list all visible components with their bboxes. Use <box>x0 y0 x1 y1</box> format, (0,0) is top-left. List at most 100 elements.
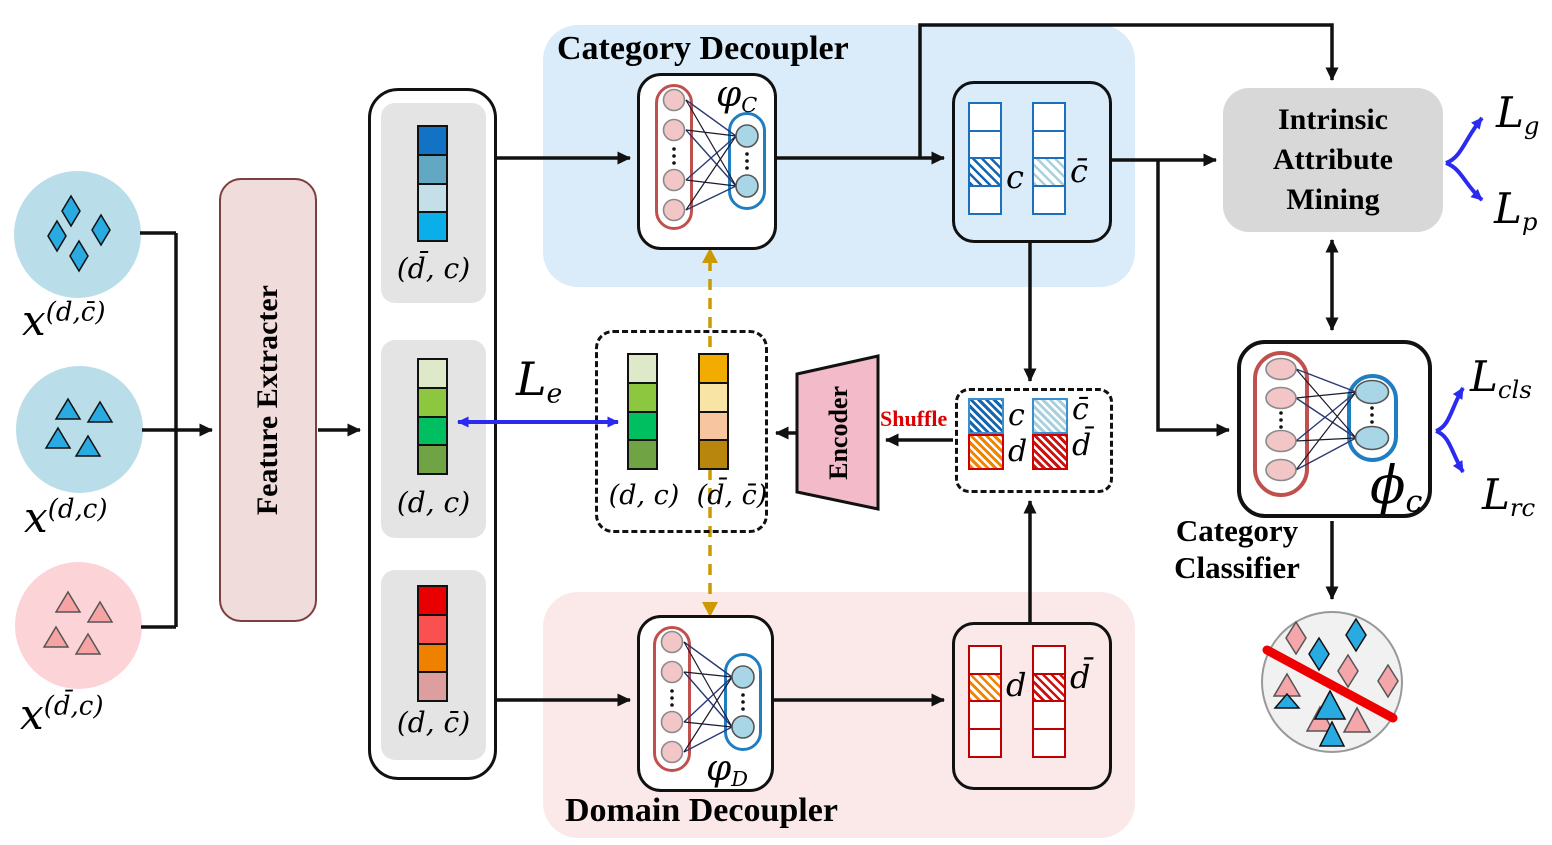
input-label-x-dbar-c: x(d̄,c) <box>20 690 104 739</box>
arrow-classifier-to-lrc <box>1435 429 1465 474</box>
feature-cell-hatched-d <box>968 672 1002 703</box>
classifier-title-line2: Classifier <box>1174 550 1300 585</box>
feature-label-dbar-c: (d̄, c) <box>396 252 471 285</box>
shuffle-block-dbar <box>1032 434 1068 470</box>
loss-lrc-label: Lrc <box>1482 470 1535 522</box>
category-decoupler-phi-label: φC <box>716 74 757 117</box>
feature-cell <box>1032 102 1066 132</box>
vector-cell <box>627 410 658 442</box>
input-cluster-pink-triangles <box>15 562 142 689</box>
recon-vector-d-c <box>627 353 658 471</box>
hatched-block <box>1032 434 1068 470</box>
loss-lp-label: Lp <box>1494 184 1537 236</box>
encoder-label-wrap: Encoder <box>802 372 876 494</box>
iam-line-3: Mining <box>1286 183 1380 216</box>
feature-vector-d-c <box>417 358 448 476</box>
shuffle-text-wrap: Shuffle <box>880 406 947 432</box>
feature-cell <box>968 700 1002 730</box>
vector-cell <box>627 353 658 384</box>
loss-symbol: L <box>516 352 547 406</box>
shuffle-label-dbar: d̄ <box>1072 428 1092 463</box>
reconstruction-pair-box <box>595 330 768 533</box>
iam-line-1: Intrinsic <box>1277 103 1388 136</box>
vector-cell <box>627 381 658 413</box>
x-superscript: (d,c) <box>47 494 108 525</box>
feature-cell <box>968 129 1002 160</box>
category-feature-column-cbar <box>1032 102 1066 215</box>
vector-cell <box>417 585 448 616</box>
classifier-title-line1: Category <box>1175 513 1299 548</box>
feature-cell <box>968 184 1002 215</box>
domain-features-box <box>952 622 1112 790</box>
vector-cell <box>417 182 448 214</box>
shuffle-label-c: c <box>1008 398 1025 433</box>
recon-vector-dbar-cbar <box>698 353 729 471</box>
loss-subscript: g <box>1523 110 1540 140</box>
shuffle-block-d <box>968 434 1004 470</box>
loss-subscript: cls <box>1497 374 1532 404</box>
vector-cell <box>417 125 448 156</box>
vector-cell <box>417 444 448 476</box>
phi-symbol: φ <box>716 74 742 115</box>
x-superscript: (d̄,c) <box>43 691 104 722</box>
category-classifier-title: Category Classifier <box>1152 512 1322 586</box>
label-dbar: d̄ <box>1070 658 1091 696</box>
label-d: d <box>1006 666 1027 704</box>
arrow-iam-to-lp <box>1445 161 1484 202</box>
domain-nn-output-layer <box>724 653 762 751</box>
feature-cell <box>968 102 1002 132</box>
loss-le-label: Le <box>516 352 562 409</box>
x-superscript: (d,c̄) <box>45 297 106 328</box>
feature-cell <box>1032 645 1066 675</box>
vector-cell <box>698 381 729 413</box>
phi-symbol: ϕ <box>1370 456 1406 516</box>
domain-decoupler-title: Domain Decoupler <box>565 792 838 829</box>
intrinsic-attribute-mining-box: Intrinsic Attribute Mining <box>1223 88 1443 232</box>
x-symbol: x <box>20 690 44 739</box>
vector-cell <box>698 410 729 442</box>
vector-cell <box>417 358 448 389</box>
loss-symbol: L <box>1496 88 1524 137</box>
hatched-block <box>968 434 1004 470</box>
feature-extractor-box: Feature Extracter <box>219 178 317 622</box>
feature-extractor-label: Feature Extracter <box>251 284 284 516</box>
shuffle-box <box>955 388 1113 493</box>
feature-cell-hatched-cbar <box>1032 157 1066 187</box>
input-label-x-d-cbar: x(d,c̄) <box>22 296 106 345</box>
feature-cell <box>968 645 1002 675</box>
classifier-input-layer <box>1253 351 1309 497</box>
label-c: c <box>1006 158 1024 196</box>
vector-cell <box>417 613 448 645</box>
loss-symbol: L <box>1482 470 1510 519</box>
vector-cell <box>417 386 448 418</box>
loss-subscript: rc <box>1509 492 1536 522</box>
shuffle-block-cbar <box>1032 398 1068 434</box>
classifier-phi-label: ϕc <box>1370 456 1422 519</box>
recon-label-d-c: (d, c) <box>608 480 680 511</box>
loss-lcls-label: Lcls <box>1470 352 1532 404</box>
vector-cell <box>698 439 729 471</box>
input-junction-lines <box>140 231 178 629</box>
category-decoupler-title: Category Decoupler <box>557 30 849 67</box>
vector-cell <box>698 353 729 384</box>
loss-symbol: L <box>1494 184 1522 233</box>
feature-vector-d-cbar <box>417 585 448 703</box>
phi-subscript: C <box>741 92 758 117</box>
recon-label-dbar-cbar: (d̄, c̄) <box>696 480 768 511</box>
vector-cell <box>417 671 448 703</box>
shuffle-label-cbar: c̄ <box>1072 392 1089 427</box>
arrow-classifier-to-lcls <box>1435 386 1465 433</box>
arrow-iam-to-lg <box>1445 116 1484 165</box>
encoder-label: Encoder <box>824 386 853 480</box>
loss-symbol: L <box>1470 352 1498 401</box>
vector-cell <box>417 415 448 447</box>
feature-cell <box>1032 700 1066 730</box>
feature-cell <box>1032 129 1066 160</box>
category-nn-output-layer <box>728 112 766 210</box>
loss-subscript: e <box>546 378 563 410</box>
feature-label-d-cbar: (d, c̄) <box>396 706 471 739</box>
feature-cell-hatched-c <box>968 157 1002 187</box>
loss-lg-label: Lg <box>1496 88 1539 140</box>
input-cluster-blue-triangles <box>16 366 143 493</box>
